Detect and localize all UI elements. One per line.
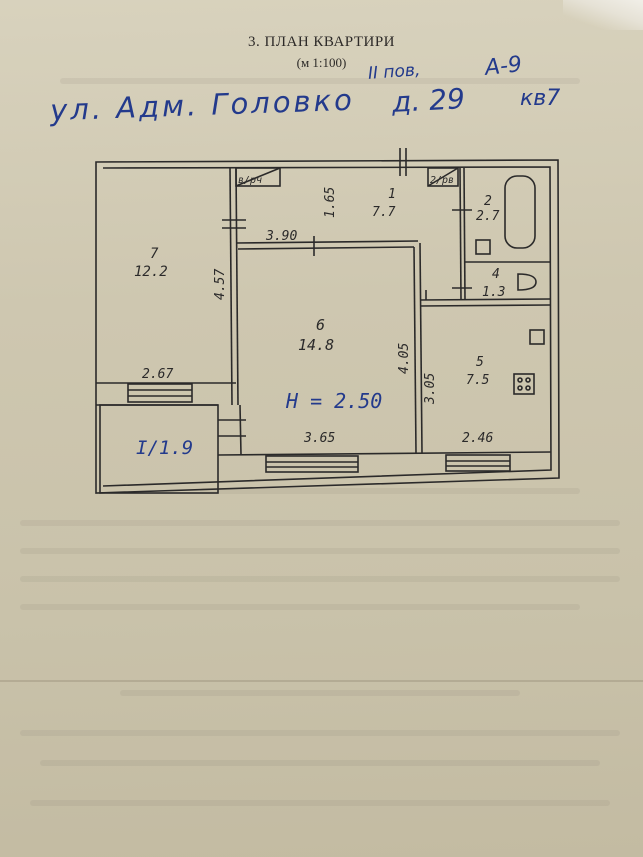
wall [413, 246, 417, 454]
dim-room5-width: 2.46 [462, 431, 493, 446]
dim-room7-height: 4.57 [213, 269, 228, 300]
dim-room5-height: 3.05 [423, 373, 438, 405]
toilet [475, 239, 491, 255]
ghost-text-line [40, 760, 600, 766]
dim-room6-top: 3.90 [265, 229, 297, 244]
ghost-text-line [60, 78, 580, 84]
ghost-text-line [30, 800, 610, 806]
dim-room6-height: 4.05 [397, 343, 412, 374]
ghost-text-line [120, 690, 520, 696]
stove [513, 373, 535, 395]
cabinet [529, 329, 545, 345]
room-2-number: 2 [484, 194, 492, 209]
window [127, 383, 193, 403]
wall [237, 246, 415, 250]
closet-vent-1 [235, 167, 281, 187]
ceiling-height-note: H = 2.50 [285, 389, 382, 413]
room-7-area: 12.2 [134, 264, 168, 280]
room-5-number: 5 [476, 355, 484, 370]
wall [459, 167, 462, 301]
ghost-text-line [20, 576, 620, 582]
wall [235, 240, 419, 244]
room-4-area: 1.3 [482, 285, 505, 300]
sink [517, 273, 537, 291]
balcony [99, 404, 219, 494]
dim-room7-width: 2.67 [142, 367, 173, 382]
room-4-number: 4 [492, 267, 500, 282]
ghost-text-line [200, 488, 580, 494]
room-5-area: 7.5 [466, 373, 490, 388]
wall [419, 242, 423, 454]
wall [229, 167, 233, 406]
closet-label-1: в/рч [238, 175, 262, 186]
ghost-text-line [20, 520, 620, 526]
plan-scale: (м 1:100) [296, 55, 347, 70]
room-6-area: 14.8 [298, 336, 334, 354]
wall [419, 298, 551, 301]
torn-corner [563, 0, 643, 30]
room-1-number: 1 [388, 187, 396, 202]
dim-corridor-height: 1.65 [323, 187, 338, 218]
window [445, 454, 511, 472]
closet-label-2: 2/рв [430, 175, 454, 186]
paper-fold [0, 680, 643, 682]
balcony-label: I/1.9 [136, 437, 193, 459]
window [265, 455, 359, 473]
room-2-area: 2.7 [476, 209, 500, 224]
bathtub [504, 175, 536, 249]
wall [239, 404, 242, 456]
wall [419, 304, 551, 307]
wall [463, 167, 466, 301]
wall [217, 451, 552, 456]
room-7-number: 7 [150, 246, 159, 262]
ghost-text-line [20, 604, 580, 610]
ghost-text-line [20, 730, 620, 736]
dim-room6-bottom: 3.65 [303, 431, 335, 446]
room-6-number: 6 [316, 316, 325, 334]
plan-title: 3. ПЛАН КВАРТИРИ [247, 34, 395, 50]
outer-wall-inner [102, 166, 552, 487]
closet-vent-2 [427, 167, 459, 187]
apartment-number: кв7 [520, 86, 561, 111]
wall [235, 167, 239, 406]
ghost-text-line [20, 548, 620, 554]
room-1-area: 7.7 [372, 205, 396, 220]
